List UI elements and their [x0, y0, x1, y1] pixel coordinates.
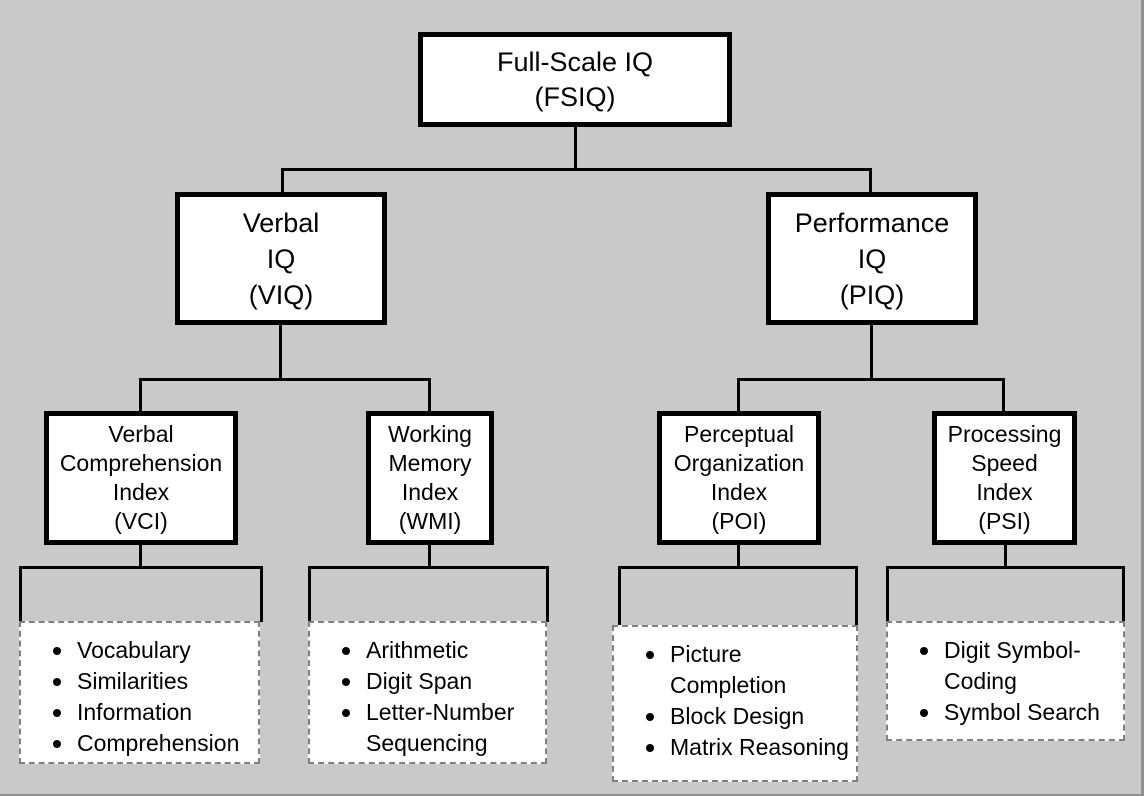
node-poi-line4: (POI) [711, 508, 767, 534]
node-vci-line1: Verbal [108, 421, 174, 447]
node-wmi-line3: Index [401, 479, 459, 505]
node-wmi-line1: Working [388, 421, 472, 447]
connector-psi-stem [1004, 545, 1007, 568]
node-psi-line2: Speed [971, 450, 1038, 476]
list-item: Digit Symbol-Coding [918, 635, 1117, 697]
connector-viq-stem [279, 325, 282, 378]
node-vci-line2: Comprehension [59, 450, 223, 476]
subtest-box-poi: Picture Completion Block Design Matrix R… [612, 625, 858, 782]
connector-fsiq-split [281, 168, 872, 193]
connector-viq-split [139, 378, 431, 411]
node-viq-line2: IQ [266, 243, 296, 274]
subtest-box-psi: Digit Symbol-Coding Symbol Search [886, 621, 1125, 741]
node-wmi-line4: (WMI) [398, 508, 462, 534]
node-psi-line3: Index [976, 479, 1033, 505]
list-item: Matrix Reasoning [644, 732, 850, 763]
node-psi-line1: Processing [947, 421, 1062, 447]
node-wmi: Working Memory Index (WMI) [366, 411, 494, 545]
list-item: Vocabulary [51, 635, 252, 666]
node-piq-line3: (PIQ) [839, 279, 905, 310]
node-poi-line3: Index [710, 479, 768, 505]
connector-piq-split [737, 378, 1005, 411]
connector-psi-bracket [886, 566, 1125, 622]
connector-fsiq-stem [574, 127, 577, 168]
connector-vci-stem [139, 545, 142, 568]
list-item: Arithmetic [340, 635, 539, 666]
node-fsiq-line2: (FSIQ) [534, 81, 616, 112]
subtest-list-vci: Vocabulary Similarities Information Comp… [21, 623, 258, 769]
node-fsiq: Full-Scale IQ (FSIQ) [418, 32, 732, 127]
node-piq-line1: Performance [794, 207, 950, 238]
node-fsiq-line1: Full-Scale IQ [496, 46, 654, 77]
connector-poi-bracket [618, 566, 858, 626]
node-psi-line4: (PSI) [978, 508, 1031, 534]
connector-piq-stem [870, 325, 873, 378]
connector-vci-bracket [19, 566, 263, 622]
connector-wmi-bracket [308, 566, 549, 622]
subtest-box-vci: Vocabulary Similarities Information Comp… [19, 621, 260, 764]
list-item: Digit Span [340, 666, 539, 697]
node-vci-line3: Index [112, 479, 170, 505]
node-viq: Verbal IQ (VIQ) [175, 192, 387, 325]
list-item: Symbol Search [918, 697, 1117, 728]
node-piq-line2: IQ [857, 243, 887, 274]
connector-poi-stem [737, 545, 740, 568]
subtest-list-poi: Picture Completion Block Design Matrix R… [614, 627, 856, 773]
node-wmi-line2: Memory [388, 450, 472, 476]
list-item: Letter-Number Sequencing [340, 697, 539, 759]
node-psi: Processing Speed Index (PSI) [932, 411, 1077, 545]
node-poi-line1: Perceptual [684, 421, 794, 447]
node-viq-line3: (VIQ) [248, 279, 314, 310]
connector-wmi-stem [428, 545, 431, 568]
subtest-box-wmi: Arithmetic Digit Span Letter-Number Sequ… [308, 621, 547, 764]
list-item: Similarities [51, 666, 252, 697]
node-vci-line4: (VCI) [114, 508, 168, 534]
node-viq-line1: Verbal [242, 207, 320, 238]
list-item: Picture Completion [644, 639, 850, 701]
node-piq: Performance IQ (PIQ) [766, 192, 978, 325]
subtest-list-psi: Digit Symbol-Coding Symbol Search [888, 623, 1123, 738]
list-item: Information [51, 697, 252, 728]
node-poi-line2: Organization [673, 450, 805, 476]
list-item: Comprehension [51, 728, 252, 759]
list-item: Block Design [644, 701, 850, 732]
node-poi: Perceptual Organization Index (POI) [657, 411, 821, 545]
node-vci: Verbal Comprehension Index (VCI) [44, 411, 238, 545]
subtest-list-wmi: Arithmetic Digit Span Letter-Number Sequ… [310, 623, 545, 769]
